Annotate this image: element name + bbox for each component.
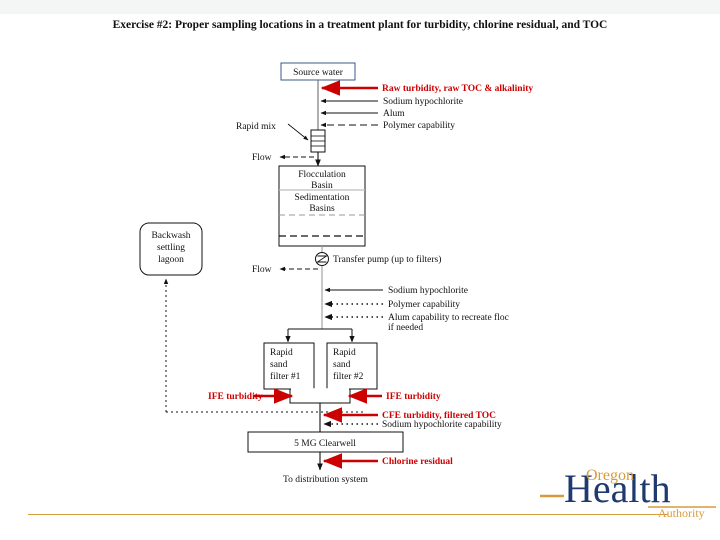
filter1-label-line3: filter #1 <box>270 371 301 382</box>
feed-polymer-mid-label: Polymer capability <box>388 300 460 310</box>
source-water-label: Source water <box>293 68 344 78</box>
flocculation-basin-label-line1: Flocculation <box>298 170 346 180</box>
sample-ife-left-label: IFE turbidity <box>208 392 263 402</box>
filter1-label-line2: sand <box>270 360 288 370</box>
filter1-label-line1: Rapid <box>270 348 293 358</box>
rapid-mix-leader <box>287 123 309 141</box>
feed-sodium-hypochlorite-mid-label: Sodium hypochlorite <box>388 286 468 296</box>
sedimentation-basins-label-line1: Sedimentation <box>295 193 350 203</box>
transfer-pump-glyph <box>316 255 328 263</box>
feed-alum-mid-label: Alum capability to recreate floc <box>388 312 509 323</box>
flocculation-basin-label-line2: Basin <box>311 181 333 191</box>
feed-sodium-hypochlorite-top-label: Sodium hypochlorite <box>383 97 463 107</box>
sample-ife-right-label: IFE turbidity <box>386 392 441 402</box>
page-title: Exercise #2: Proper sampling locations i… <box>112 19 608 31</box>
footer-gold-rule <box>28 514 668 516</box>
top-band <box>0 0 720 14</box>
logo-word-health: Health <box>564 466 671 511</box>
transfer-pump-label: Transfer pump (up to filters) <box>333 254 441 265</box>
backwash-lagoon-label-line3: lagoon <box>158 255 184 265</box>
flow-label-2: Flow <box>252 265 272 275</box>
clearwell-label: 5 MG Clearwell <box>294 439 356 449</box>
sample-cfe-label: CFE turbidity, filtered TOC <box>382 411 496 421</box>
feed-alum-mid-label-wrap: if needed <box>388 322 423 333</box>
box-backwash-lagoon <box>139 222 203 276</box>
backwash-lagoon-label-line2: settling <box>157 243 185 253</box>
oregon-health-authority-logo: Health Oregon Authority <box>540 458 716 520</box>
feed-polymer-top-label: Polymer capability <box>383 121 455 131</box>
filter2-label-line2: sand <box>333 360 351 370</box>
feed-alum-top-label: Alum <box>383 109 405 119</box>
logo-word-oregon: Oregon <box>586 467 634 484</box>
backwash-lagoon-label-line1: Backwash <box>151 231 190 241</box>
flow-label-1: Flow <box>252 153 272 163</box>
logo-word-authority: Authority <box>658 506 705 520</box>
filter2-label-line3: filter #2 <box>333 371 364 382</box>
sample-raw-label: Raw turbidity, raw TOC & alkalinity <box>382 84 533 94</box>
box-clearwell <box>247 431 404 453</box>
rapid-mix-label: Rapid mix <box>236 122 276 132</box>
filter2-label-line1: Rapid <box>333 348 356 358</box>
sample-chlorine-residual-label: Chlorine residual <box>382 457 453 467</box>
feed-sodium-hypochlorite-capability-label: Sodium hypochlorite capability <box>382 420 502 430</box>
sedimentation-basins-label-line2: Basins <box>309 204 335 214</box>
to-distribution-label: To distribution system <box>283 475 368 485</box>
filter-merge-region <box>289 388 351 404</box>
